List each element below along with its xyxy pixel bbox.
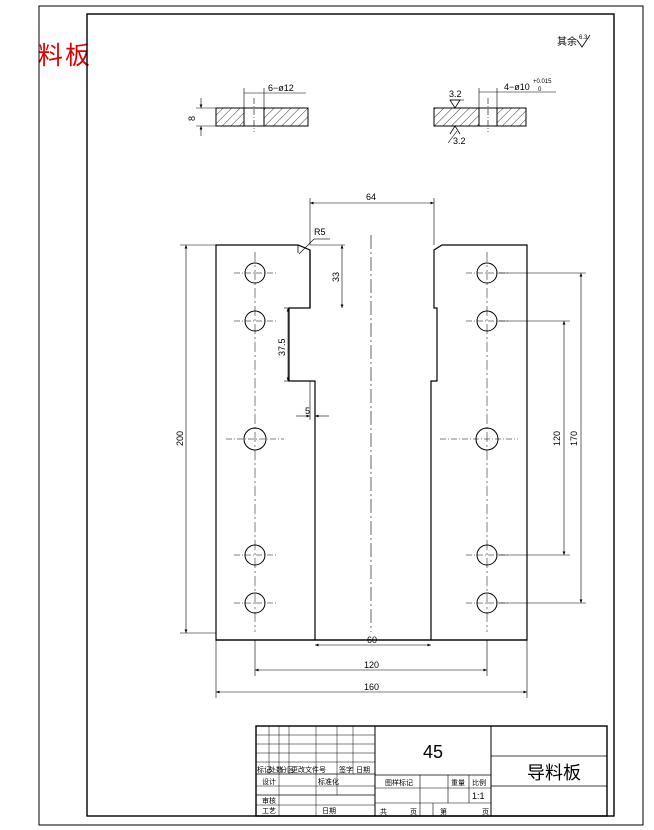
- section-a-thickness: 8: [187, 116, 197, 121]
- label-weight: 重量: [451, 779, 465, 787]
- label-ratio: 比例: [472, 778, 486, 787]
- section-b-tol-lower: 0: [538, 87, 542, 93]
- label-signature: 签字: [339, 765, 353, 774]
- section-b-label: 4−ø10: [504, 82, 530, 92]
- label-mark: 标记: [257, 765, 271, 774]
- dim-notch-offset: [296, 381, 329, 420]
- dim-hole-span-outer-label: 170: [569, 431, 579, 446]
- dim-hole-span-outer: [498, 272, 586, 604]
- dim-overall-width: [215, 640, 528, 698]
- header-label: 料板: [38, 41, 93, 70]
- label-page: 第: [440, 807, 447, 816]
- label-change-doc: 更改文件号: [291, 765, 326, 774]
- label-count: 处数: [269, 765, 283, 774]
- dim-hole-spacing-label: 120: [364, 660, 379, 670]
- dim-notch-height: [284, 307, 290, 382]
- section-b-roughness-bottom: 3.2: [453, 136, 466, 146]
- dim-overall-height: [180, 244, 216, 634]
- label-standardize: 标准化: [318, 777, 339, 786]
- dim-step-height: [310, 244, 345, 308]
- label-process: 工艺: [262, 807, 276, 815]
- dim-notch-height-label: 37.5: [277, 338, 287, 356]
- part-name-label: 导料板: [527, 763, 581, 783]
- dim-overall-width-label: 160: [364, 682, 379, 692]
- dim-bottom-width: 60: [367, 635, 377, 645]
- section-a-label: 6−ø12: [268, 83, 294, 93]
- label-approve: 日期: [322, 807, 336, 815]
- dim-notch-offset-label: 5: [305, 406, 310, 416]
- plate-outline: [215, 244, 528, 641]
- dim-hole-span-inner: [498, 320, 570, 556]
- section-view-b: 4−ø10 +0.015 0 3.2 3.2: [433, 79, 556, 146]
- scale-label: 1:1: [472, 791, 485, 801]
- label-design: 设计: [262, 777, 276, 786]
- roughness-note-value: 6.3: [579, 35, 588, 41]
- section-b-roughness-top: 3.2: [449, 89, 462, 99]
- roughness-top-icon: [449, 99, 461, 109]
- dim-hole-spacing: [254, 640, 488, 676]
- outer-border: [38, 5, 644, 826]
- label-zone: 分区: [280, 765, 294, 774]
- roughness-bottom-icon: [449, 125, 461, 135]
- label-date: 日期: [356, 766, 370, 774]
- dim-top-width-label: 64: [366, 192, 376, 202]
- holes-left: [226, 262, 284, 614]
- roughness-symbol-icon: [576, 34, 591, 48]
- label-stage-mark: 图样标记: [385, 778, 413, 787]
- label-sheet-unit-1: 页: [410, 808, 417, 816]
- dim-overall-height-label: 200: [175, 431, 185, 446]
- dim-hole-span-inner-label: 120: [552, 431, 562, 446]
- hole: [243, 427, 267, 451]
- label-sheet-unit-2: 页: [482, 808, 489, 816]
- label-total: 共: [380, 807, 387, 816]
- dim-top-width: [309, 198, 435, 245]
- section-view-a: 6−ø12 8: [187, 83, 309, 136]
- label-review: 审核: [262, 796, 276, 805]
- section-b-tol-upper: +0.015: [533, 79, 552, 85]
- title-block-labels: 标记 处数 分区 更改文件号 签字 日期 设计 标准化 审核 工艺 日期 图样标…: [257, 765, 489, 816]
- inner-border: [86, 13, 615, 817]
- dim-corner-radius: R5: [314, 227, 326, 237]
- roughness-note-prefix: 其余: [557, 35, 577, 48]
- title-block: [255, 725, 608, 817]
- holes-right: [440, 262, 518, 614]
- dim-step-height-label: 33: [331, 272, 341, 282]
- material-label: 45: [423, 742, 443, 762]
